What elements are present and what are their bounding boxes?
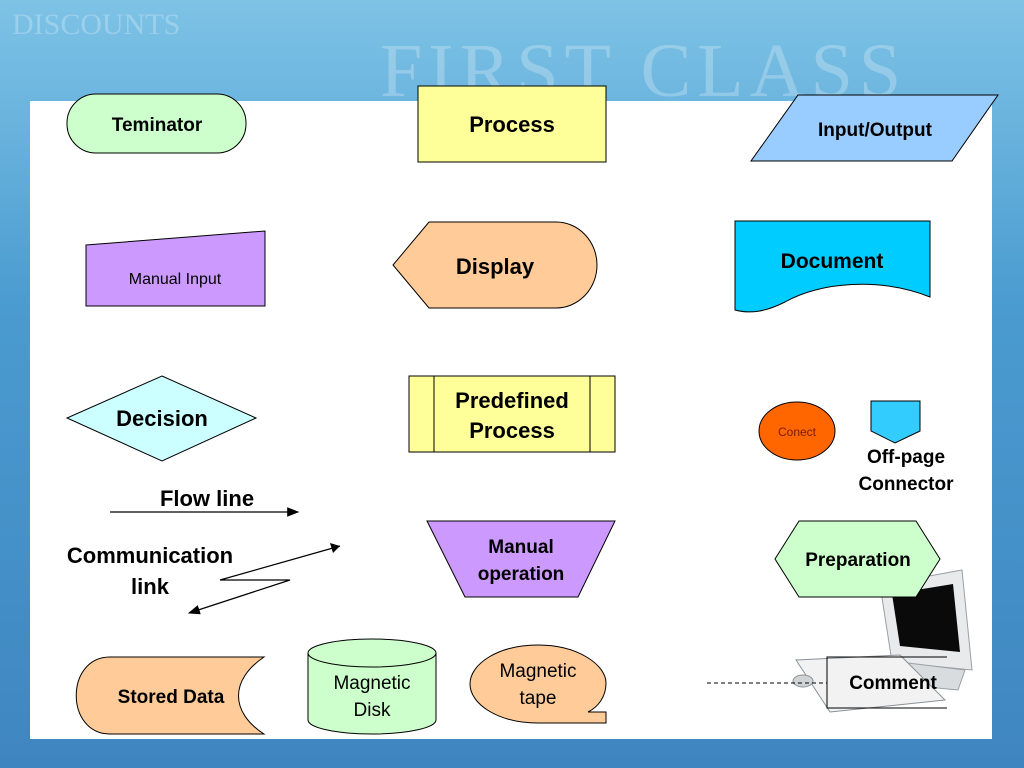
offpage-connector-label-line1: Off-page (867, 447, 945, 468)
stored-data-label: Stored Data (118, 687, 225, 708)
background-watermark-discounts: DISCOUNTS (12, 8, 181, 41)
document-shape[interactable]: Document (734, 220, 931, 313)
preparation-label: Preparation (805, 550, 911, 571)
computer-illustration (792, 569, 973, 713)
manual-input-shape[interactable]: Manual Input (85, 230, 266, 307)
decision-shape[interactable]: Decision (65, 375, 258, 462)
terminator-label: Teminator (112, 115, 203, 136)
predefined-process-shape[interactable]: Predefined Process (408, 375, 616, 453)
stored-data-shape[interactable]: Stored Data (75, 656, 266, 735)
predefined-process-label-line2: Process (469, 418, 555, 443)
manual-operation-label-line2: operation (478, 564, 565, 585)
process-label: Process (469, 112, 555, 137)
magnetic-tape-shape[interactable]: Magnetic tape (469, 644, 607, 724)
connector-label: Conect (778, 425, 817, 439)
input-output-label: Input/Output (818, 120, 933, 141)
display-label: Display (456, 254, 535, 279)
manual-operation-shape[interactable]: Manual operation (426, 520, 616, 598)
magnetic-disk-label-line2: Disk (354, 700, 391, 721)
communication-link-arrow[interactable] (187, 545, 341, 615)
manual-input-label: Manual Input (129, 271, 222, 288)
input-output-shape[interactable]: Input/Output (750, 94, 999, 162)
connector-shape[interactable]: Conect (758, 401, 836, 461)
preparation-shape[interactable]: Preparation (774, 520, 941, 598)
terminator-shape[interactable]: Teminator (66, 93, 247, 154)
flow-line-label: Flow line (160, 486, 254, 511)
document-label: Document (781, 250, 884, 273)
predefined-process-label-line1: Predefined (455, 388, 569, 413)
magnetic-disk-label-line1: Magnetic (333, 673, 410, 694)
offpage-connector-label-line2: Connector (859, 474, 955, 495)
communication-link-label-line1: Communication (67, 543, 233, 568)
comment-label: Comment (849, 673, 937, 694)
magnetic-disk-shape[interactable]: Magnetic Disk (307, 638, 437, 735)
display-shape[interactable]: Display (392, 221, 598, 309)
process-shape[interactable]: Process (417, 85, 607, 163)
offpage-connector-shape[interactable] (870, 400, 921, 444)
manual-operation-label-line1: Manual (488, 537, 553, 558)
magnetic-tape-label-line1: Magnetic (499, 661, 576, 682)
comment-shape[interactable]: Comment (707, 656, 947, 709)
communication-link-label-line2: link (131, 574, 170, 599)
magnetic-tape-label-line2: tape (520, 688, 557, 709)
decision-label: Decision (116, 406, 208, 431)
